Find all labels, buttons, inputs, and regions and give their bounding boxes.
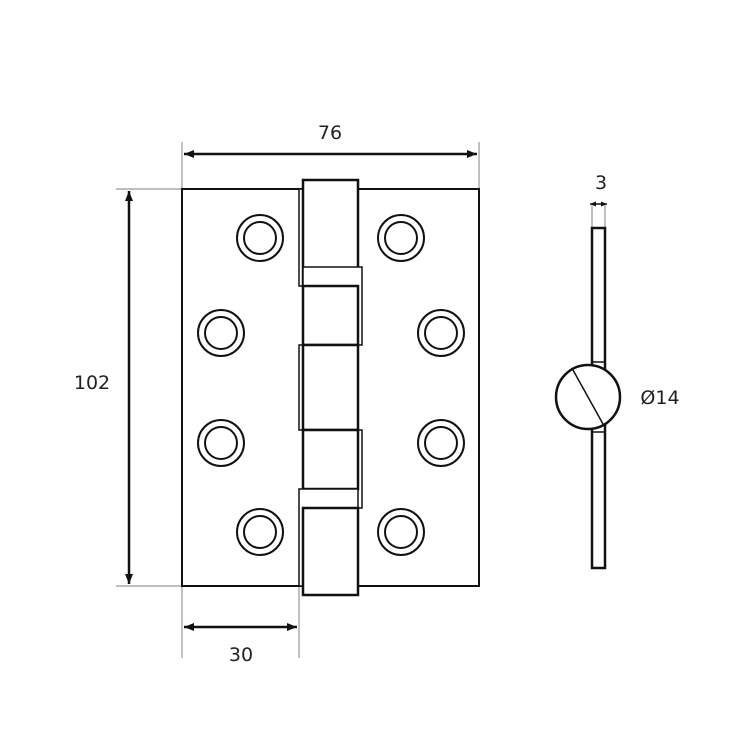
knuckle-diameter-label: Ø14 bbox=[640, 387, 680, 409]
width-dimension-label: 76 bbox=[317, 122, 343, 144]
screw-holes bbox=[197, 214, 465, 556]
hinge-side-view bbox=[554, 226, 622, 570]
extension-lines bbox=[116, 142, 606, 658]
height-dimension-label: 102 bbox=[73, 372, 111, 394]
thickness-dimension-label: 3 bbox=[594, 172, 608, 194]
leaf-width-dimension-label: 30 bbox=[228, 644, 254, 666]
dimension-arrows bbox=[125, 150, 607, 631]
knuckles bbox=[298, 178, 363, 597]
hinge-front-view bbox=[181, 178, 480, 597]
